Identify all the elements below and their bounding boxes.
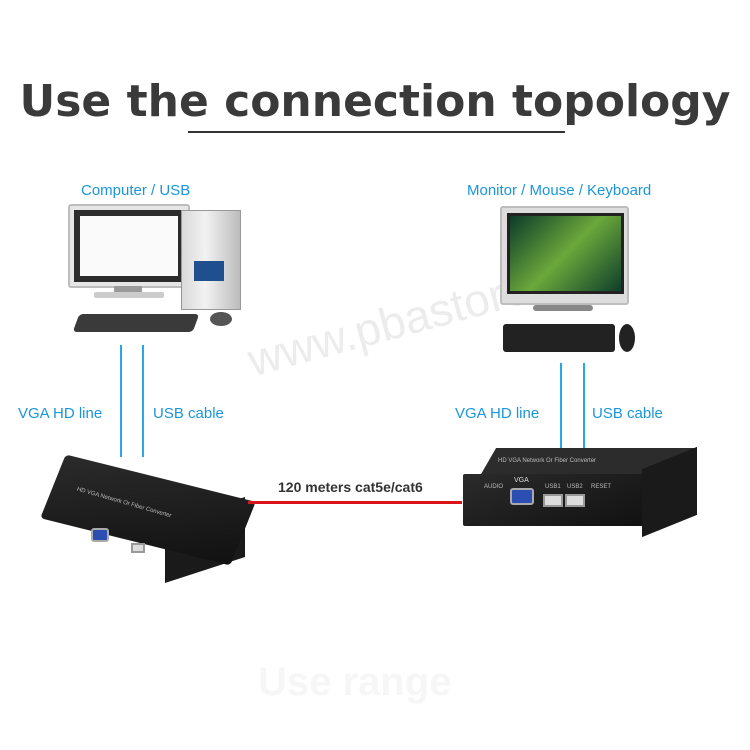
page-title: Use the connection topology [19, 76, 731, 127]
usb-line-left [142, 345, 144, 457]
computer-icon [66, 204, 246, 339]
monitor-label: Monitor / Mouse / Keyboard [467, 182, 652, 199]
vga-label: VGA [514, 477, 529, 484]
computer-label: Computer / USB [81, 182, 191, 199]
receiver-device: HD VGA Network Or Fiber Converter AUDIO … [458, 446, 708, 538]
vga-label-right: VGA HD line [455, 405, 540, 422]
network-cable [248, 501, 462, 504]
usb2-port [565, 494, 585, 507]
reset-label: RESET [591, 484, 612, 490]
usb1-port [543, 494, 563, 507]
title-underline [188, 131, 565, 133]
vga-port [510, 488, 534, 505]
cable-label: 120 meters cat5e/cat6 [278, 479, 423, 495]
usb-port [131, 543, 145, 553]
converter-text-right: HD VGA Network Or Fiber Converter [498, 458, 597, 464]
usb2-label: USB2 [567, 484, 583, 490]
vga-label-left: VGA HD line [18, 405, 103, 422]
monitor-keyboard-mouse-icon [495, 206, 645, 356]
usb-line-right [583, 363, 585, 451]
usb-label-left: USB cable [153, 405, 224, 422]
usb-label-right: USB cable [592, 405, 663, 422]
usb1-label: USB1 [545, 484, 561, 490]
vga-line-left [120, 345, 122, 457]
transmitter-device: HD VGA Network Or Fiber Converter [40, 454, 256, 583]
ghost-text: Use range [258, 660, 452, 704]
audio-label: AUDIO [484, 484, 504, 490]
vga-port [91, 528, 109, 542]
vga-line-right [560, 363, 562, 451]
